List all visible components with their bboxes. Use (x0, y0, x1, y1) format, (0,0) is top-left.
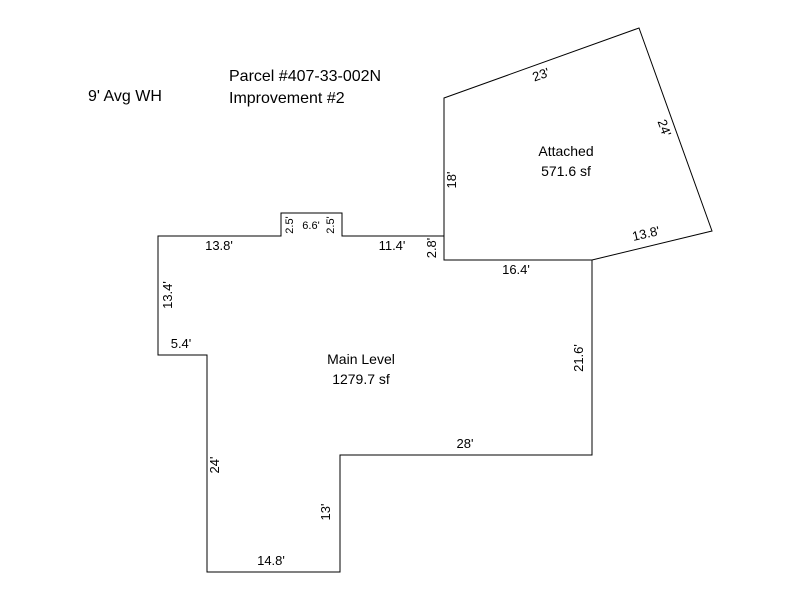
dim-main-inner-horizontal: 28' (457, 436, 474, 451)
dim-main-top-right: 11.4' (379, 238, 406, 253)
dim-bump-top: 6.6' (302, 220, 319, 232)
dim-main-step-left: 5.4' (171, 336, 192, 351)
dim-attached-right: 24' (655, 117, 675, 138)
dim-main-inner-vertical: 13' (318, 504, 333, 521)
dim-bump-right: 2.5' (325, 216, 337, 233)
dim-main-jog: 2.8' (424, 238, 439, 259)
dim-main-left-lower: 24' (207, 457, 222, 474)
attached-area-size: 571.6 sf (541, 163, 591, 179)
wall-height-label: 9' Avg WH (88, 88, 162, 105)
dim-main-top-left: 13.8' (205, 238, 233, 253)
main-level-size: 1279.7 sf (332, 371, 390, 387)
parcel-number: Parcel #407-33-002N (229, 68, 381, 85)
dim-main-right: 21.6' (571, 344, 586, 372)
dim-bump-left: 2.5' (284, 216, 296, 233)
dim-attached-lower-right: 13.8' (631, 223, 661, 244)
main-level-name: Main Level (327, 351, 395, 367)
dim-attached-top: 23' (530, 65, 551, 85)
improvement-label: Improvement #2 (229, 90, 345, 107)
attached-area-outline (443, 27, 713, 261)
main-level-outline (157, 212, 593, 573)
dim-main-bottom: 14.8' (257, 553, 285, 568)
dim-main-left-upper: 13.4' (160, 281, 175, 309)
dim-attached-left: 18' (444, 172, 459, 189)
attached-area-name: Attached (538, 143, 593, 159)
dim-shared-wall: 16.4' (502, 262, 530, 277)
